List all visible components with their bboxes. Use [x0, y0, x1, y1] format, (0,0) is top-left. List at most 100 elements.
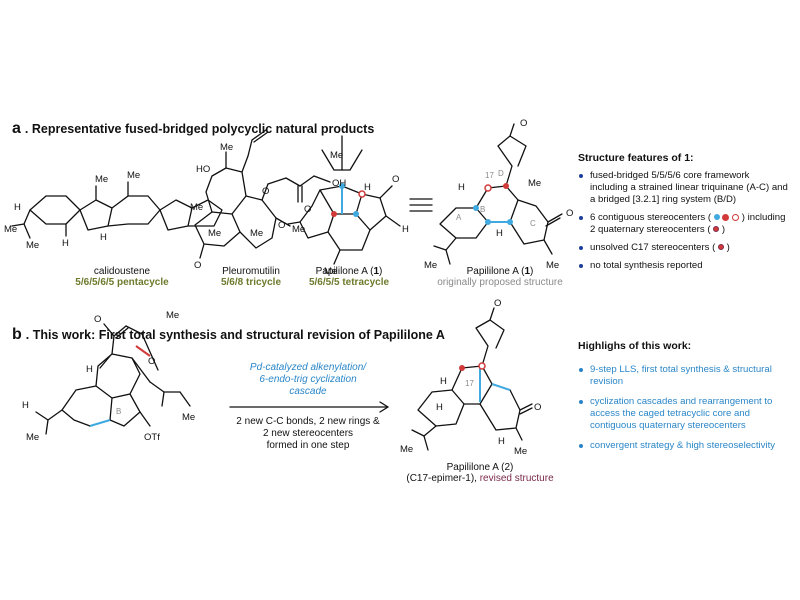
stereocenter-dot — [473, 205, 479, 211]
atom-label: H — [498, 436, 505, 447]
starting-material-structure — [35, 323, 191, 435]
section-a-letter: a — [12, 120, 21, 137]
pleuromutilin-structure — [194, 129, 331, 259]
ring-label: B — [480, 205, 485, 214]
feature-item: 6 contiguous stereocenters ( ) including… — [578, 212, 788, 236]
compound-name: Pleuromutilin — [222, 266, 280, 277]
atom-label: Me — [528, 178, 541, 189]
atom-label: O — [148, 356, 155, 367]
ring-system-label: 5/6/8 tricycle — [220, 277, 282, 288]
atom-label: H — [496, 228, 503, 239]
atom-label: H — [62, 238, 69, 249]
calidoustene-structure — [11, 181, 223, 239]
compound-label-calidoustene: calidoustene 5/6/5/6/5 pentacycle — [62, 266, 182, 288]
product-note: (C17-epimer-1), revised structure — [406, 473, 554, 484]
atom-label: H — [100, 232, 107, 243]
atom-label: H — [364, 182, 371, 193]
atom-label: O — [94, 314, 101, 325]
compound-name: Papililone A (2) — [446, 462, 514, 473]
atom-label: O — [278, 220, 285, 231]
section-a-heading: a. Representative fused-bridged polycycl… — [12, 120, 374, 138]
compound-label-papililone-1-proposed: Papililone A (1) originally proposed str… — [420, 266, 580, 288]
atom-label: Me — [127, 170, 140, 181]
feature-item: unsolved C17 stereocenters ( ) — [578, 242, 788, 254]
section-b-title: . This work: First total synthesis and s… — [25, 328, 445, 342]
atom-label: H — [86, 364, 93, 375]
stereocenter-dot — [358, 190, 366, 198]
atom-label: Me — [324, 266, 337, 277]
highlight-item: convergent strategy & high stereoselecti… — [578, 440, 788, 452]
compound-label-papililone-2: Papililone A (2) (C17-epimer-1), revised… — [400, 462, 560, 484]
atom-label: O — [520, 118, 527, 129]
atom-label: H — [458, 182, 465, 193]
atom-label: Me — [250, 228, 263, 239]
atom-label: Me — [514, 446, 527, 457]
atom-label: Me — [400, 444, 413, 455]
atom-label: O — [494, 298, 501, 309]
reaction-conditions-catalysis: Pd-catalyzed alkenylation/ 6-endo-trig c… — [249, 362, 367, 397]
atom-label: Me — [190, 202, 203, 213]
feature-item: fused-bridged 5/5/5/6 core framework inc… — [578, 170, 788, 206]
atom-label: O — [566, 208, 573, 219]
compound-label-papililone-1: Papililone A (1) 5/6/5/5 tetracycle — [294, 266, 404, 288]
stereocenter-dot — [503, 183, 509, 189]
feature-item: no total synthesis reported — [578, 260, 788, 272]
stereocenter-dot — [331, 211, 337, 217]
atom-label: H — [440, 376, 447, 387]
atom-label: O — [392, 174, 399, 185]
stereocenter-dot — [459, 365, 465, 371]
atom-label: O — [262, 186, 269, 197]
compound-name: calidoustene — [93, 266, 151, 277]
ring-label: D — [498, 169, 504, 178]
stereocenter-dot — [478, 362, 486, 370]
atom-label: O — [534, 402, 541, 413]
atom-label: 17 — [485, 171, 494, 180]
atom-label: OTf — [144, 432, 160, 443]
reaction-conditions-outcome: 2 new C-C bonds, 2 new rings & 2 new ste… — [236, 416, 380, 451]
equivalence-sign — [409, 198, 433, 212]
atom-label: O — [304, 204, 311, 215]
starting-material-red-bond — [135, 345, 151, 357]
stereocenter-dot — [353, 211, 359, 217]
highlight-item: cyclization cascades and rearrangement t… — [578, 396, 788, 432]
ring-label: C — [530, 219, 536, 228]
atom-label: Me — [95, 174, 108, 185]
atom-label: H — [22, 400, 29, 411]
papililone-1-proposed-structure — [433, 123, 563, 265]
structure-note: originally proposed structure — [437, 277, 563, 288]
stereocenter-dot — [484, 184, 492, 192]
atom-label: Me — [166, 310, 179, 321]
stereocenter-dot — [485, 219, 491, 225]
compound-label-pleuromutilin: Pleuromutilin 5/6/8 tricycle — [196, 266, 306, 288]
features-title: Structure features of 1: — [578, 152, 694, 164]
ring-system-label: 5/6/5/6/5 pentacycle — [75, 277, 169, 288]
compound-name: Papililone A (1) — [315, 266, 383, 277]
reaction-arrow — [229, 401, 389, 413]
atom-label: O — [194, 260, 201, 271]
section-a-title: . Representative fused-bridged polycycli… — [24, 122, 375, 136]
stereocenter-dot — [339, 183, 345, 189]
highlight-item: 9-step LLS, first total synthesis & stru… — [578, 364, 788, 388]
section-b-heading: b. This work: First total synthesis and … — [12, 326, 445, 344]
ring-label: B — [116, 407, 121, 416]
papililone-1-structure — [287, 135, 401, 265]
highlights-title: Highlighs of this work: — [578, 340, 692, 352]
atom-label: OH — [332, 178, 346, 189]
atom-label: H — [14, 202, 21, 213]
atom-label: Me — [330, 150, 343, 161]
stereocenter-dot — [507, 219, 513, 225]
atom-label: Me — [220, 142, 233, 153]
atom-label: Me — [424, 260, 437, 271]
atom-label: Me — [208, 228, 221, 239]
ring-system-label: 5/6/5/5 tetracycle — [308, 277, 390, 288]
atom-label: Me — [546, 260, 559, 271]
structure-features-panel: Structure features of 1: fused-bridged 5… — [578, 152, 788, 278]
atom-label: Me — [182, 412, 195, 423]
atom-label: Me — [26, 240, 39, 251]
highlights-panel: Highlighs of this work: 9-step LLS, firs… — [578, 340, 788, 460]
section-b-letter: b — [12, 326, 22, 343]
atom-label: H — [436, 402, 443, 413]
atom-label: 17 — [465, 379, 474, 388]
